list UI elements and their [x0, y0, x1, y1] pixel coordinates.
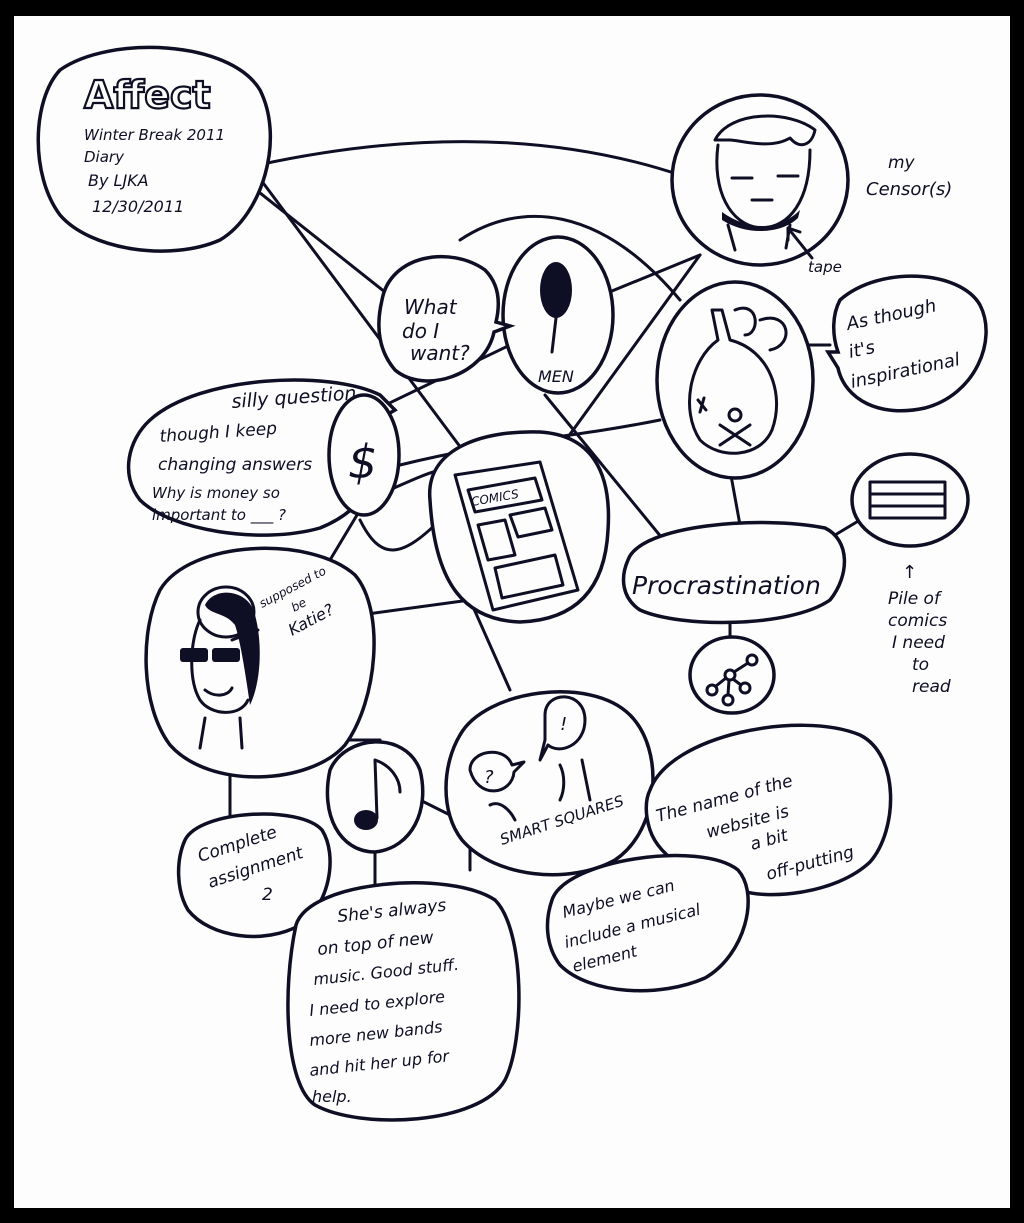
new-music-line7: help. [312, 1087, 352, 1106]
pile-line3: I need [892, 633, 945, 653]
procrastination-label: Procrastination [632, 571, 821, 600]
men-bubble: MEN [501, 235, 615, 395]
poison-bottle-icon [688, 306, 788, 455]
silly-line5: important to ___ ? [152, 506, 286, 525]
mic-icon [540, 262, 572, 354]
molecule-bubble [688, 635, 776, 715]
silly-line4: Why is money so [152, 484, 280, 502]
katie-bubble: supposed to be Katie? [144, 546, 376, 779]
silly-line3: changing answers [158, 455, 312, 475]
inspirational-bubble: As though it's inspirational [824, 274, 988, 413]
dollar-icon: $ [348, 435, 377, 489]
tape-label: tape [808, 258, 842, 276]
tape-arrow-icon [786, 226, 814, 260]
censor-label-line1: my [888, 153, 916, 173]
censor-label: my Censor(s) tape [808, 153, 952, 276]
exclaim-mark: ! [560, 714, 567, 735]
new-music-bubble: She's always on top of new music. Good s… [286, 881, 521, 1122]
procrastination-bubble: Procrastination [621, 520, 847, 625]
title-diary: Diary [84, 148, 125, 166]
katie-face-icon [180, 585, 260, 750]
title-author: By LJKA [88, 171, 149, 190]
katie-line2: be [289, 595, 309, 614]
pile-line1: Pile of [888, 589, 943, 609]
dollar-bubble: $ [327, 393, 401, 517]
pile-line5: read [912, 677, 951, 697]
censor-bubble [670, 93, 850, 267]
censor-label-line2: Censor(s) [866, 179, 952, 200]
poison-bubble [655, 280, 815, 480]
pile-arrow: ↑ [902, 562, 917, 583]
title-subtitle: Winter Break 2011 [84, 126, 225, 144]
website-bubble: The name of the website is a bit off-put… [644, 723, 893, 897]
men-label: MEN [538, 367, 574, 386]
want-line2: do I [402, 319, 439, 343]
comics-bubble: COMICS [428, 430, 611, 624]
speech-heads-icon [468, 695, 592, 822]
pile-label: ↑ Pile of comics I need to read [888, 562, 951, 697]
pile-bubble [850, 452, 970, 548]
want-line1: What [404, 295, 458, 319]
assignment-bubble: Complete assignment 2 [176, 812, 332, 939]
assignment-line3: 2 [262, 885, 273, 905]
music-bubble [325, 740, 425, 854]
question-mark: ? [484, 767, 494, 788]
title-date: 12/30/2011 [92, 197, 184, 216]
musical-element-bubble: Maybe we can include a musical element [545, 853, 750, 993]
comic-book-icon [453, 460, 580, 612]
title-bubble: Affect Winter Break 2011 Diary By LJKA 1… [36, 45, 273, 253]
stack-icon [868, 480, 947, 520]
smart-squares-bubble: ? ! SMART SQUARES [444, 690, 655, 877]
silly-question-bubble: silly question, though I keep changing a… [126, 378, 398, 537]
diagram-title: Affect [84, 73, 211, 117]
music-note-icon [354, 758, 402, 830]
katie-arrow-icon [230, 628, 260, 642]
want-line3: want? [410, 341, 470, 365]
want-bubble: What do I want? [377, 254, 516, 383]
pile-line2: comics [888, 611, 947, 631]
pile-line4: to [912, 655, 929, 675]
molecule-icon [705, 653, 759, 707]
